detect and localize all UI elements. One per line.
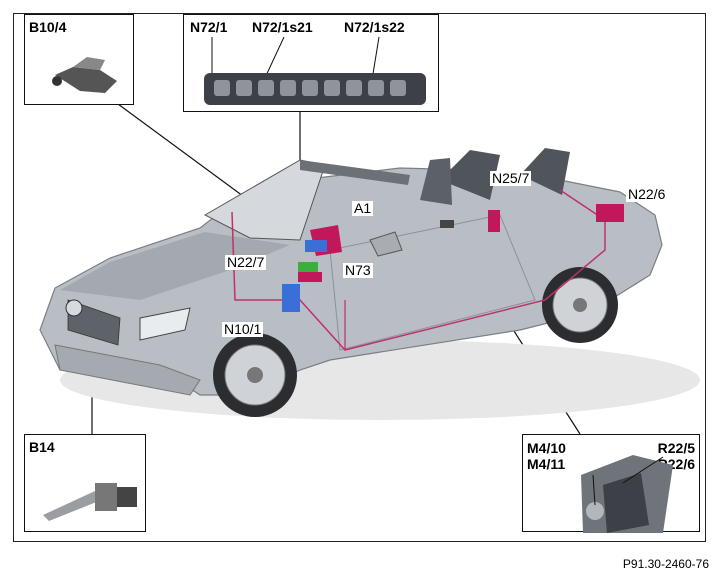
switch-panel-icon [204,36,426,105]
label-m4-11: M4/11 [527,456,566,472]
label-n72-1: N72/1 [190,19,228,35]
sensor-b10-4-icon [52,57,117,93]
label-a1: A1 [352,200,374,216]
label-n25-7: N25/7 [490,170,532,186]
inset-m4-10: M4/10 M4/11 R22/5 R22/6 [522,434,700,533]
component-n22-6 [596,204,624,222]
wiring-outline [231,189,606,351]
label-n72-1s21: N72/1s21 [252,19,313,35]
label-m4-10: M4/10 [527,440,566,456]
label-n10-1: N10/1 [222,321,264,337]
label-n72-1s22: N72/1s22 [344,19,405,35]
component-n73 [298,262,318,274]
label-n73: N73 [343,262,373,278]
component-m4-10 [440,220,454,228]
label-n22-7: N22/7 [225,254,267,270]
label-r22-5: R22/5 [657,440,695,456]
label-b14: B14 [29,439,55,455]
inset-b14: B14 [24,434,146,532]
seat-mechanism-icon [581,455,673,533]
component-n25-7 [488,210,500,232]
figure-id: P91.30-2460-76 [622,557,709,571]
component-n10-1 [282,284,300,312]
car-body [39,148,700,420]
component-n72-1 [305,240,327,252]
sensor-b14-icon [43,483,137,521]
inset-b10-4: B10/4 [24,14,134,105]
label-n22-6: N22/6 [626,186,668,202]
inset-n72-1: N72/1 N72/1s21 N72/1s22 [183,14,439,112]
components [282,204,624,312]
component-n22-7 [298,272,322,282]
label-b10-4: B10/4 [29,19,67,35]
figure-frame [13,13,706,542]
